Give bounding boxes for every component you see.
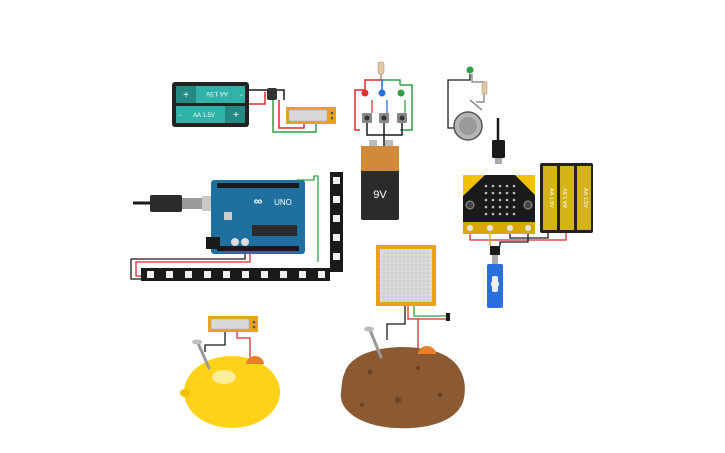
wire-green[interactable] (272, 100, 317, 133)
led-pixel (333, 253, 340, 260)
led-pixel (261, 271, 268, 278)
wire-red[interactable] (469, 233, 567, 241)
cell-label: AA 1.5V (563, 188, 569, 208)
lcd-display-small[interactable] (208, 316, 258, 332)
led-pixel (242, 271, 249, 278)
svg-text:−: − (178, 113, 182, 119)
usb-cable-icon[interactable] (133, 195, 222, 212)
led-green[interactable] (466, 66, 474, 74)
cell-label: AA 1.5V (193, 113, 215, 119)
cell-label: AA 1.5V (582, 188, 588, 208)
button-b[interactable] (523, 200, 533, 210)
wire-red[interactable] (354, 89, 365, 131)
microcontroller-chip (252, 225, 297, 236)
arduino-uno-board[interactable]: ∞ UNO (206, 180, 305, 254)
led-pixel (333, 177, 340, 184)
led-pixel (318, 271, 325, 278)
led-matrix (484, 184, 516, 216)
battery-9v[interactable]: 9V (361, 140, 399, 220)
svg-text:−: − (239, 93, 243, 99)
battery-pack-3aa[interactable]: AA 1.5V AA 1.5V AA 1.5V (540, 163, 593, 233)
wire-red[interactable] (407, 306, 446, 320)
arduino-logo: ∞ (254, 194, 263, 208)
wire-red[interactable] (236, 332, 251, 362)
led-pixel (299, 271, 306, 278)
led-pixel (333, 196, 340, 203)
usb-cable-icon[interactable] (492, 118, 505, 164)
led-green[interactable] (397, 89, 405, 97)
plus-sign: + (233, 110, 239, 121)
switch-component[interactable] (267, 88, 277, 100)
potato-icon (340, 346, 465, 429)
resistor (481, 81, 488, 95)
arduino-model: UNO (274, 198, 292, 207)
coin-cell-circuit[interactable] (447, 66, 488, 141)
servo-motor[interactable] (487, 246, 503, 308)
wire-red[interactable] (249, 92, 266, 105)
wire-green[interactable] (413, 306, 446, 317)
plus-sign: + (183, 90, 189, 101)
led-pixel (166, 271, 173, 278)
button-a[interactable] (465, 200, 475, 210)
wire-green[interactable] (400, 84, 413, 131)
wire-green[interactable] (297, 175, 319, 262)
led-strip-pixels (147, 177, 340, 278)
cell-label: AA 1.5V (206, 90, 228, 96)
microbit-board[interactable] (463, 175, 535, 234)
nail-electrode (364, 326, 383, 359)
battery-pack-2aa[interactable]: + + AA 1.5V AA 1.5V − − (172, 82, 249, 127)
wire-black[interactable] (249, 89, 285, 100)
led-pixel (185, 271, 192, 278)
rgb-led-circuit[interactable] (354, 61, 413, 150)
wire-black[interactable] (509, 233, 549, 239)
wire-red[interactable] (278, 100, 305, 129)
lcd-display-small[interactable] (286, 107, 336, 124)
cell-label: AA 1.5V (548, 188, 554, 208)
wire-red[interactable] (135, 254, 251, 277)
wire-black[interactable] (386, 306, 406, 340)
led-pixel (223, 271, 230, 278)
led-pixel (333, 215, 340, 222)
resistor (377, 61, 385, 75)
battery-label: 9V (373, 189, 387, 201)
led-pixel (204, 271, 211, 278)
nail-electrode (192, 339, 211, 370)
wire-black[interactable] (204, 332, 226, 352)
copper-electrode (246, 356, 264, 364)
copper-electrode (418, 346, 436, 354)
led-pixel (280, 271, 287, 278)
led-blue[interactable] (378, 89, 386, 97)
wire-black[interactable] (130, 254, 246, 280)
lemon-icon (180, 356, 280, 428)
led-pixel (333, 234, 340, 241)
led-pixel (147, 271, 154, 278)
wire-black[interactable] (447, 74, 471, 129)
led-red[interactable] (361, 89, 369, 97)
lcd-display-large[interactable] (376, 245, 436, 306)
